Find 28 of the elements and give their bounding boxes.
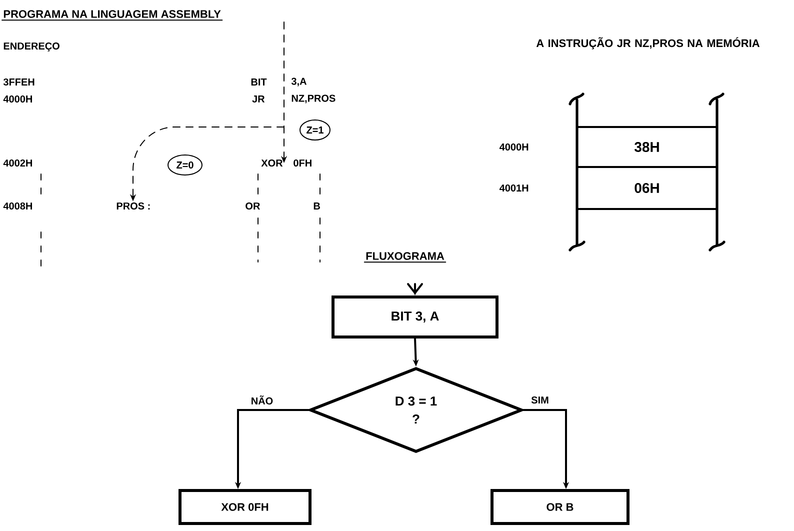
code-text: 3,A	[291, 78, 306, 86]
code-text: XOR	[261, 159, 283, 167]
condition-oval: Z=1	[300, 120, 330, 140]
edge-label: SIM	[530, 395, 550, 405]
code-text: JR	[252, 96, 265, 102]
column-heading: ENDEREÇO	[4, 42, 60, 52]
memory-cell: 06H	[576, 166, 718, 210]
heading: FLUXOGRAMA	[364, 252, 446, 263]
address-label: 3FFEH	[3, 78, 34, 86]
edge-label: NÃO	[250, 394, 274, 406]
memory-cell: 38H	[576, 126, 718, 168]
process-box: BIT 3, A	[332, 296, 498, 338]
address-label: 4001H	[500, 184, 528, 192]
code-text: BIT	[251, 78, 267, 86]
code-label: PROS :	[116, 202, 150, 210]
process-box: XOR 0FH	[178, 489, 312, 525]
address-label: 4000H	[3, 95, 32, 103]
code-text: NZ,PROS	[292, 94, 336, 104]
address-label: 4008H	[3, 202, 32, 210]
heading: A INSTRUÇÃO JR NZ,PROS NA MEMÓRIA	[536, 37, 760, 50]
code-text: 0FH	[294, 159, 312, 167]
address-label: 4002H	[3, 159, 32, 167]
code-text: OR	[246, 202, 260, 210]
condition-oval: Z=0	[168, 154, 202, 176]
address-label: 4000H	[500, 143, 528, 151]
code-text: B	[314, 202, 320, 210]
process-box: OR B	[490, 489, 630, 525]
heading: PROGRAMA NA LINGUAGEM ASSEMBLY	[2, 10, 223, 21]
